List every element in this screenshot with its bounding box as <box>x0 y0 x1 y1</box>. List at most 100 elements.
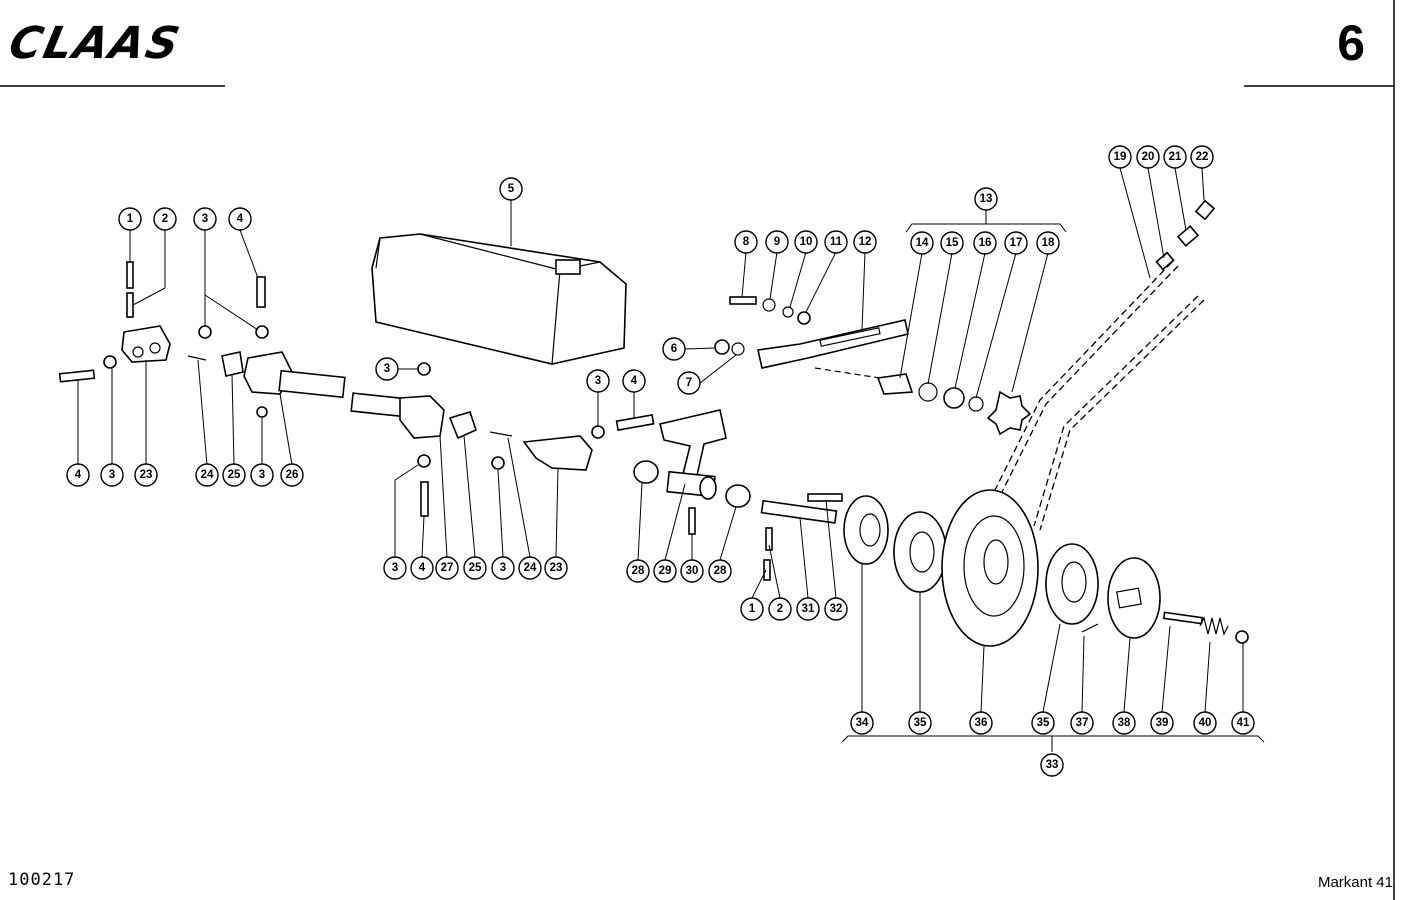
callout-3: 3 <box>375 357 399 381</box>
svg-text:2: 2 <box>777 603 783 615</box>
callout-32: 32 <box>824 597 848 621</box>
callout-33: 33 <box>1040 753 1064 777</box>
svg-text:31: 31 <box>802 603 815 615</box>
svg-text:3: 3 <box>109 469 115 481</box>
callout-4: 4 <box>622 369 646 393</box>
callout-23: 23 <box>134 463 158 487</box>
callout-41: 41 <box>1231 711 1255 735</box>
callout-1: 1 <box>118 207 142 231</box>
callout-1: 1 <box>740 597 764 621</box>
callout-3: 3 <box>193 207 217 231</box>
pressure-plate-part <box>1107 557 1161 639</box>
svg-text:36: 36 <box>975 717 988 729</box>
svg-text:4: 4 <box>75 469 82 481</box>
callout-29: 29 <box>653 559 677 583</box>
svg-text:22: 22 <box>1196 151 1209 163</box>
nut-part <box>255 325 269 339</box>
callout-3: 3 <box>250 463 274 487</box>
leader-lines <box>77 167 1265 752</box>
svg-text:6: 6 <box>671 343 677 355</box>
svg-text:33: 33 <box>1046 759 1059 771</box>
pin-part <box>763 559 771 581</box>
callout-16: 16 <box>973 231 997 255</box>
bracket-part <box>448 411 477 440</box>
nut-part <box>491 456 505 470</box>
bracket-part <box>221 351 244 377</box>
pin-part <box>615 414 655 431</box>
nut-part <box>417 454 431 468</box>
spring-part <box>1199 616 1229 636</box>
shaft-part <box>760 499 838 524</box>
support-bracket-part <box>659 409 727 481</box>
svg-text:12: 12 <box>859 236 872 248</box>
svg-text:26: 26 <box>286 469 299 481</box>
svg-text:37: 37 <box>1076 717 1089 729</box>
callout-13: 13 <box>974 187 998 211</box>
callout-8: 8 <box>734 230 758 254</box>
svg-text:29: 29 <box>659 565 672 577</box>
pin-part <box>765 527 773 551</box>
small-sprocket-part <box>986 390 1032 436</box>
callout-11: 11 <box>824 230 848 254</box>
nut-part <box>1235 630 1249 644</box>
callout-17: 17 <box>1004 231 1028 255</box>
clevis-block-part <box>522 435 593 471</box>
callout-18: 18 <box>1036 231 1060 255</box>
svg-text:25: 25 <box>228 469 241 481</box>
callout-3: 3 <box>383 556 407 580</box>
yoke-part <box>399 395 445 439</box>
nut-part <box>256 406 268 418</box>
svg-text:9: 9 <box>774 236 780 248</box>
callout-2: 2 <box>768 597 792 621</box>
svg-text:24: 24 <box>524 562 537 574</box>
bolt-part <box>688 507 696 535</box>
bushing-part <box>633 460 659 484</box>
callout-24: 24 <box>518 556 542 580</box>
callout-24: 24 <box>195 463 219 487</box>
svg-text:23: 23 <box>550 562 563 574</box>
svg-text:4: 4 <box>419 562 426 574</box>
callout-3: 3 <box>491 556 515 580</box>
svg-text:7: 7 <box>686 377 692 389</box>
svg-text:23: 23 <box>140 469 153 481</box>
nut-part <box>714 339 730 355</box>
callout-25: 25 <box>222 463 246 487</box>
friction-disc-part <box>1045 543 1099 625</box>
callout-3: 3 <box>100 463 124 487</box>
callout-35: 35 <box>1031 711 1055 735</box>
svg-text:14: 14 <box>916 237 929 249</box>
hub-disc-part <box>843 495 889 565</box>
clevis-block-part <box>121 325 171 363</box>
callout-31: 31 <box>796 597 820 621</box>
pin-part <box>58 369 96 383</box>
svg-text:5: 5 <box>508 183 515 195</box>
svg-text:3: 3 <box>259 469 265 481</box>
threaded-rod-part <box>1162 611 1204 625</box>
svg-text:17: 17 <box>1010 237 1023 249</box>
bolt-part <box>729 296 757 305</box>
callout-5: 5 <box>499 177 523 201</box>
page-number: 6 <box>1337 15 1365 71</box>
nut-part <box>103 355 117 369</box>
callout-27: 27 <box>435 556 459 580</box>
svg-text:21: 21 <box>1169 151 1182 163</box>
callout-30: 30 <box>680 559 704 583</box>
svg-text:8: 8 <box>743 236 750 248</box>
svg-text:30: 30 <box>686 565 699 577</box>
svg-text:27: 27 <box>441 562 454 574</box>
callout-19: 19 <box>1108 145 1132 169</box>
svg-text:1: 1 <box>749 603 756 615</box>
svg-text:28: 28 <box>632 565 645 577</box>
stub-axle-part <box>876 373 914 395</box>
callout-6: 6 <box>662 337 686 361</box>
callout-12: 12 <box>853 230 877 254</box>
bolt-part <box>807 493 843 502</box>
bushing-part <box>725 484 751 508</box>
svg-text:10: 10 <box>800 236 813 248</box>
callout-34: 34 <box>850 711 874 735</box>
callout-37: 37 <box>1070 711 1094 735</box>
svg-text:2: 2 <box>162 213 168 225</box>
svg-text:3: 3 <box>392 562 398 574</box>
